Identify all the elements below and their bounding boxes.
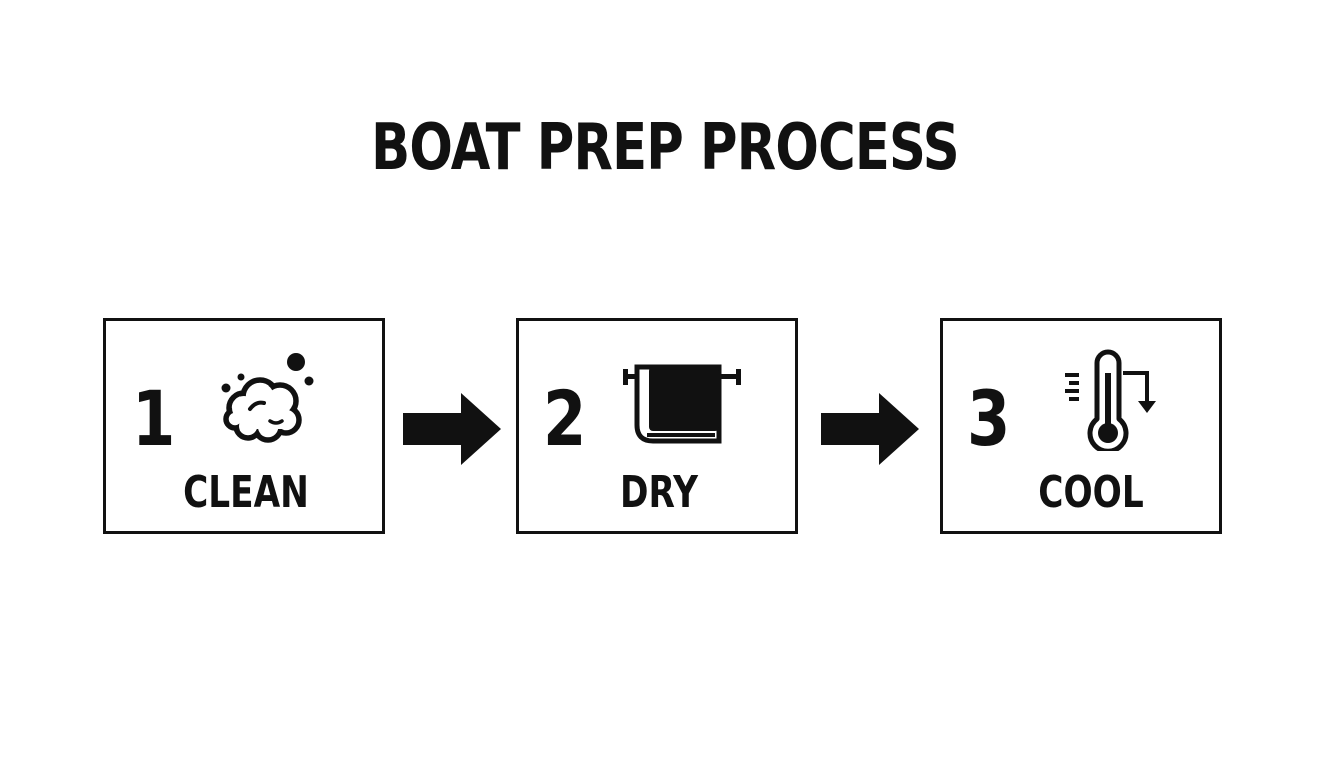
step-box-cool: 3 COOL	[940, 318, 1222, 534]
bubbles-icon	[210, 347, 320, 447]
arrow-right-icon	[821, 393, 919, 465]
step-number: 2	[543, 374, 587, 463]
step-label: CLEAN	[183, 467, 309, 518]
step-label: COOL	[1038, 467, 1144, 518]
step-box-dry: 2 DRY	[516, 318, 798, 534]
step-box-clean: 1	[103, 318, 385, 534]
step-number: 1	[132, 374, 176, 463]
thermometer-icon	[1059, 347, 1159, 451]
arrow-right-icon	[403, 393, 501, 465]
page-title: BOAT PREP PROCESS	[371, 111, 960, 185]
towel-icon	[619, 347, 745, 451]
step-label: DRY	[620, 467, 698, 518]
step-number: 3	[967, 374, 1011, 463]
